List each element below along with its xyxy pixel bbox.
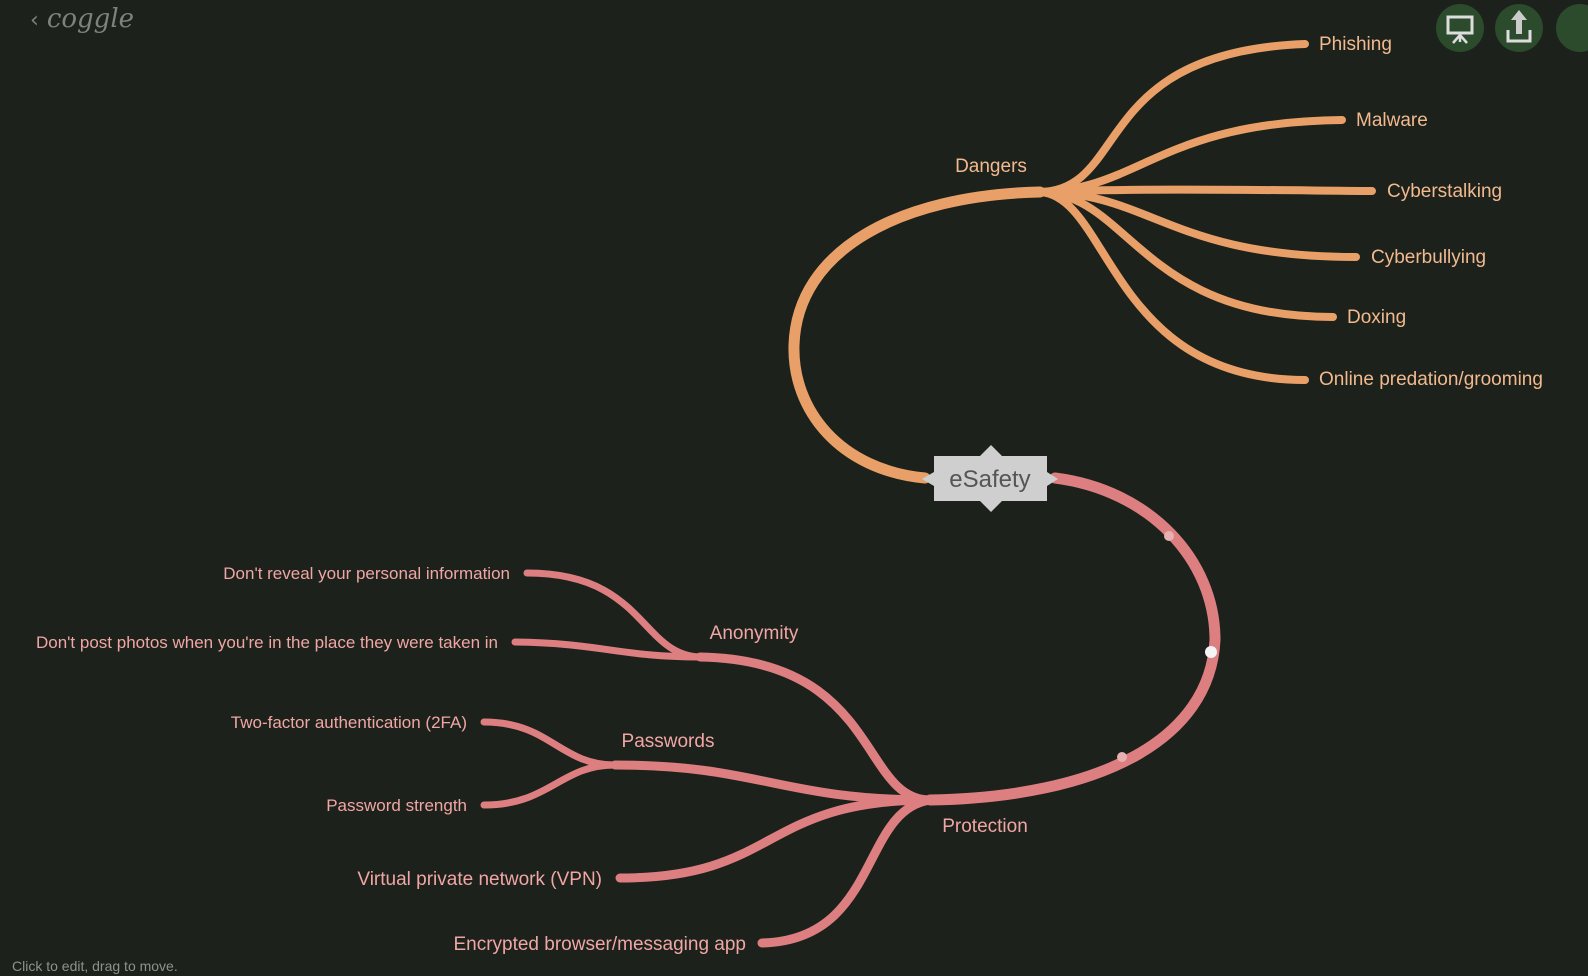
- drag-handle[interactable]: [1117, 752, 1127, 762]
- drag-handle[interactable]: [1164, 531, 1174, 541]
- root-node[interactable]: eSafety: [922, 445, 1058, 512]
- protection-branches: [480, 472, 1221, 948]
- node-malware[interactable]: Malware: [1356, 110, 1428, 131]
- hint-text: Click to edit, drag to move.: [12, 958, 178, 974]
- share-button[interactable]: [1495, 4, 1543, 52]
- node-passwords[interactable]: Passwords: [622, 731, 715, 752]
- node-password-strength[interactable]: Password strength: [326, 796, 467, 815]
- node-dangers[interactable]: Dangers: [955, 156, 1027, 177]
- share-upload-icon: [1506, 10, 1532, 43]
- node-cyberstalking[interactable]: Cyberstalking: [1387, 181, 1502, 202]
- node-2fa[interactable]: Two-factor authentication (2FA): [231, 713, 467, 732]
- node-vpn[interactable]: Virtual private network (VPN): [357, 869, 602, 890]
- chevron-left-icon[interactable]: ‹: [30, 8, 39, 33]
- root-label: eSafety: [949, 466, 1030, 493]
- node-cyberbullying[interactable]: Cyberbullying: [1371, 247, 1486, 268]
- node-anonymity[interactable]: Anonymity: [710, 623, 799, 644]
- coggle-logo[interactable]: ‹coggle: [30, 4, 135, 34]
- more-button[interactable]: [1556, 4, 1588, 52]
- dangers-branches: [788, 40, 1376, 484]
- node-protection[interactable]: Protection: [942, 816, 1028, 837]
- present-button[interactable]: [1436, 4, 1484, 52]
- node-encrypted-app[interactable]: Encrypted browser/messaging app: [453, 934, 746, 955]
- drag-handle[interactable]: [1205, 646, 1217, 658]
- node-dont-post-photos[interactable]: Don't post photos when you're in the pla…: [36, 633, 498, 652]
- presentation-icon: [1446, 15, 1474, 44]
- node-doxing[interactable]: Doxing: [1347, 307, 1406, 328]
- node-dont-reveal[interactable]: Don't reveal your personal information: [223, 564, 510, 583]
- node-phishing[interactable]: Phishing: [1319, 34, 1392, 55]
- node-online-predation[interactable]: Online predation/grooming: [1319, 369, 1543, 390]
